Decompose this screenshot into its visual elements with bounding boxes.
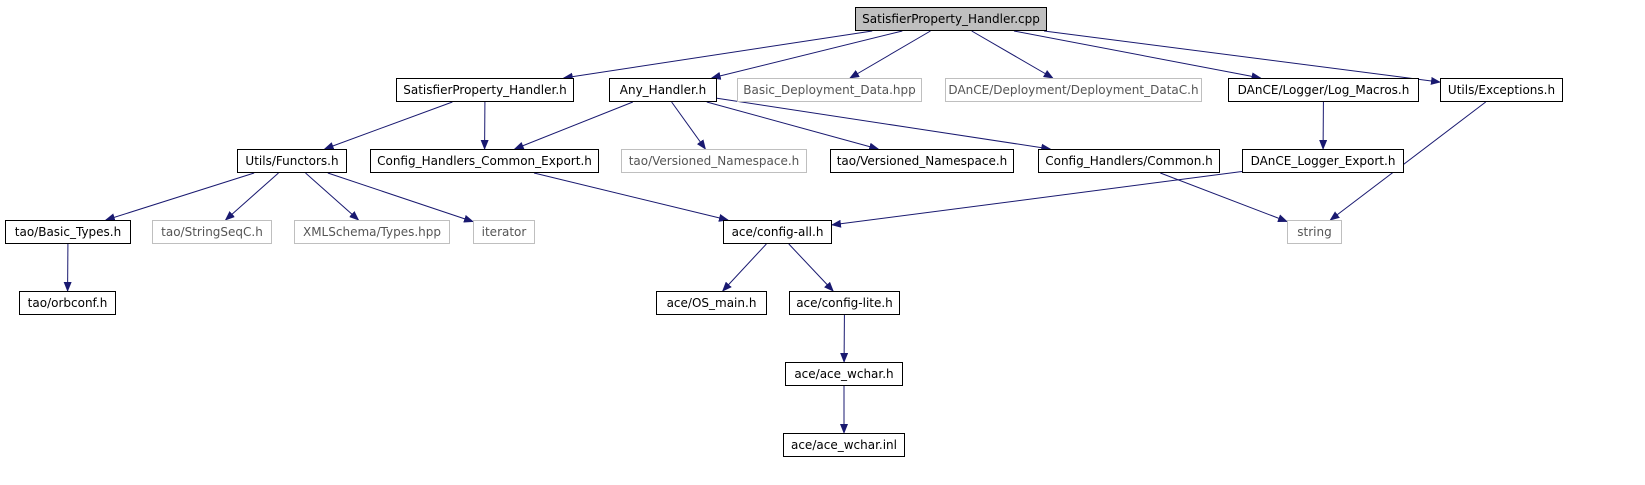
edge-any-h-to-ch-common <box>716 97 1052 152</box>
node-orbconf[interactable]: tao/orbconf.h <box>19 291 116 315</box>
node-ace-wchar-inl[interactable]: ace/ace_wchar.inl <box>783 433 905 457</box>
node-logger-export[interactable]: DAnCE_Logger_Export.h <box>1242 149 1404 173</box>
edge-functors-to-xmlschema <box>305 172 360 221</box>
edge-functors-to-iterator <box>327 172 474 223</box>
edge-sph-h-to-functors <box>323 101 453 150</box>
edge-config-all-to-os-main <box>721 243 767 292</box>
edge-logger-export-to-config-all <box>831 171 1243 228</box>
node-iterator: iterator <box>473 220 535 244</box>
node-basic-dep: Basic_Deployment_Data.hpp <box>737 78 922 102</box>
node-tao-vns[interactable]: tao/Versioned_Namespace.h <box>830 149 1014 173</box>
node-ace-wchar[interactable]: ace/ace_wchar.h <box>785 362 903 386</box>
node-ch-common[interactable]: Config_Handlers/Common.h <box>1038 149 1220 173</box>
node-basic-types[interactable]: tao/Basic_Types.h <box>5 220 131 244</box>
node-any-h[interactable]: Any_Handler.h <box>609 78 717 102</box>
node-xmlschema: XMLSchema/Types.hpp <box>294 220 450 244</box>
node-os-main[interactable]: ace/OS_main.h <box>656 291 767 315</box>
node-string: string <box>1287 220 1342 244</box>
node-root[interactable]: SatisfierProperty_Handler.cpp <box>855 7 1047 31</box>
node-log-macros[interactable]: DAnCE/Logger/Log_Macros.h <box>1228 78 1419 102</box>
node-common-export[interactable]: Config_Handlers_Common_Export.h <box>370 149 599 173</box>
node-dep-datac: DAnCE/Deployment/Deployment_DataC.h <box>945 78 1202 102</box>
edge-root-to-dep-datac <box>971 30 1054 79</box>
edge-config-all-to-config-lite <box>788 243 834 292</box>
edge-root-to-basic-dep <box>849 30 931 79</box>
edge-root-to-any-h <box>710 30 903 80</box>
node-stringseq: tao/StringSeqC.h <box>152 220 272 244</box>
edge-root-to-log-macros <box>1013 30 1262 81</box>
node-functors[interactable]: Utils/Functors.h <box>237 149 347 173</box>
edge-functors-to-stringseq <box>224 172 279 221</box>
edge-any-h-to-common-export <box>513 101 634 150</box>
node-sph-h[interactable]: SatisfierProperty_Handler.h <box>396 78 574 102</box>
edge-root-to-sph-h <box>562 30 873 81</box>
edge-any-h-to-tao-vns-ext <box>671 101 706 150</box>
edge-utils-exc-to-string <box>1329 101 1486 221</box>
edge-any-h-to-tao-vns <box>706 101 880 151</box>
node-config-all[interactable]: ace/config-all.h <box>723 220 832 244</box>
node-tao-vns-ext: tao/Versioned_Namespace.h <box>621 149 807 173</box>
edge-root-to-utils-exc <box>1043 30 1441 85</box>
edge-common-export-to-config-all <box>533 172 729 222</box>
node-config-lite[interactable]: ace/config-lite.h <box>789 291 900 315</box>
edge-ch-common-to-string <box>1160 172 1288 222</box>
edge-functors-to-basic-types <box>104 172 255 222</box>
node-utils-exc[interactable]: Utils/Exceptions.h <box>1440 78 1563 102</box>
